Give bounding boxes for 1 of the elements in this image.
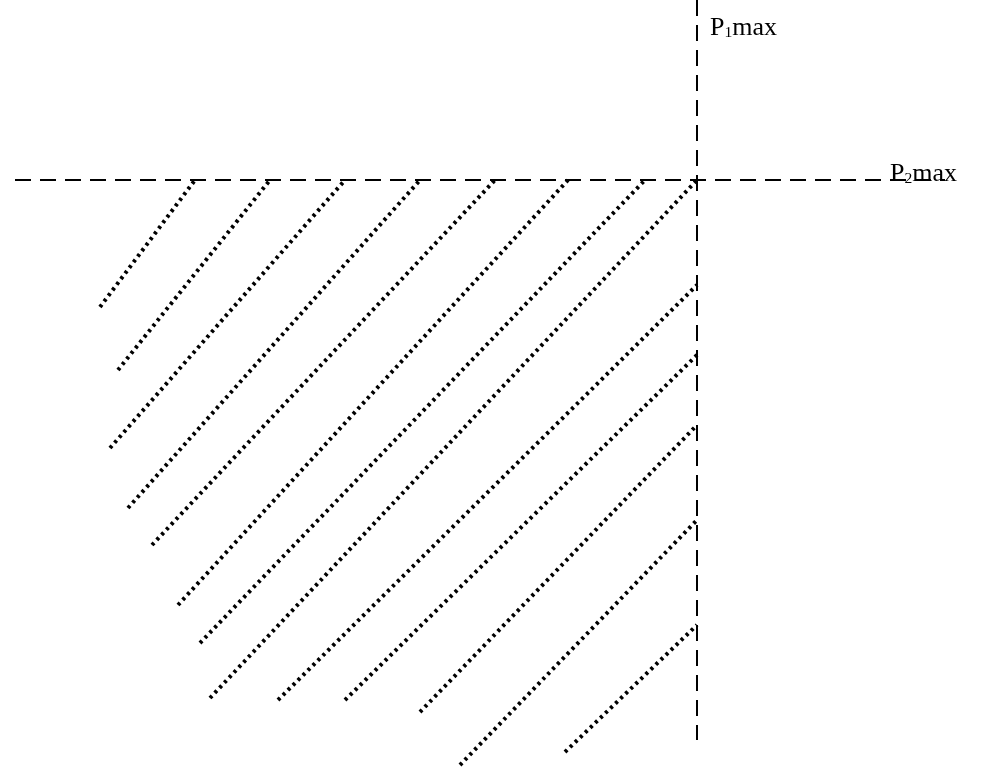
axis-label: P$_{1}$max [710, 14, 778, 40]
